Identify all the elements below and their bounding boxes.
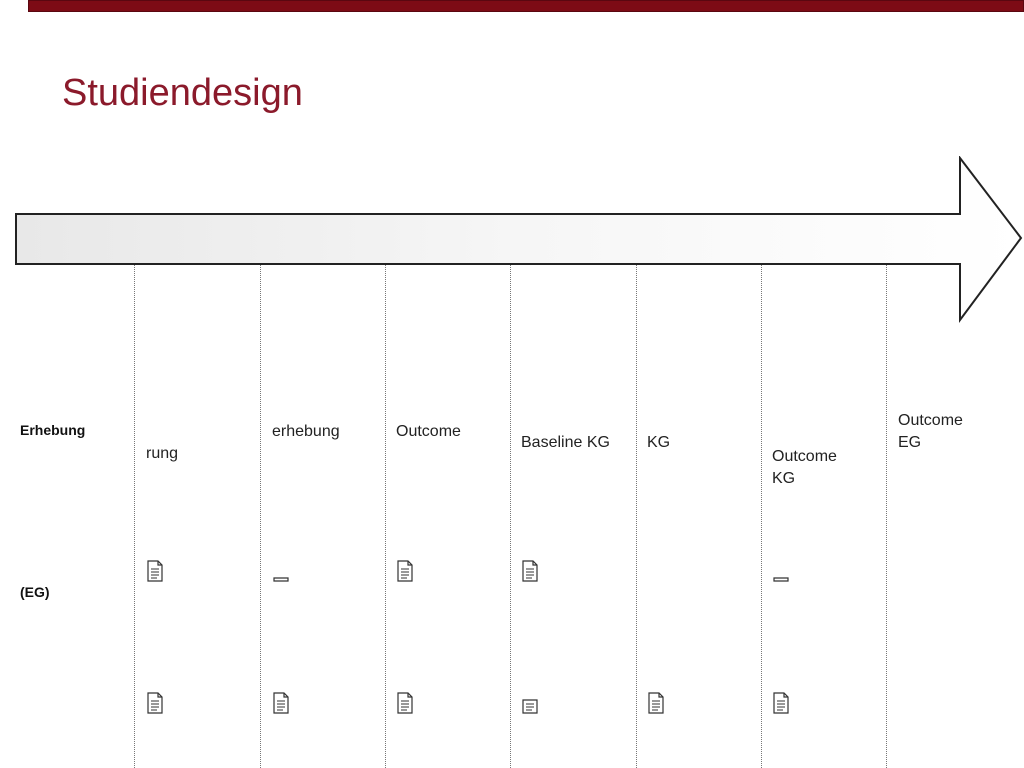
column-header-5: KG bbox=[647, 434, 671, 451]
column-header-3: Outcome bbox=[396, 423, 461, 440]
document-icon bbox=[648, 692, 664, 714]
row-label-erhebung: Erhebung bbox=[20, 422, 86, 438]
column-header-2: erhebung bbox=[272, 423, 340, 440]
slide-title: Studiendesign bbox=[62, 72, 303, 114]
document-icon bbox=[397, 560, 413, 582]
document-icon bbox=[273, 577, 289, 582]
column-header-7: Outcome EG bbox=[898, 412, 963, 451]
document-icon bbox=[147, 692, 163, 714]
row-label-eg: (EG) bbox=[20, 584, 50, 600]
column-divider bbox=[886, 262, 887, 768]
column-header-4: Baseline KG bbox=[521, 434, 610, 451]
document-icon bbox=[397, 692, 413, 714]
document-icon bbox=[273, 692, 289, 714]
document-icon bbox=[522, 560, 538, 582]
column-header-1: rung bbox=[146, 445, 179, 462]
top-accent-bar bbox=[28, 0, 1024, 12]
document-icon bbox=[147, 560, 163, 582]
column-divider bbox=[636, 262, 637, 768]
column-header-6: Outcome KG bbox=[772, 448, 837, 487]
document-icon bbox=[773, 577, 789, 582]
column-divider bbox=[134, 262, 135, 768]
column-divider bbox=[385, 262, 386, 768]
document-icon bbox=[773, 692, 789, 714]
timeline-arrow bbox=[15, 156, 1023, 324]
column-divider bbox=[510, 262, 511, 768]
column-divider bbox=[260, 262, 261, 768]
document-icon bbox=[522, 699, 538, 714]
column-divider bbox=[761, 262, 762, 768]
